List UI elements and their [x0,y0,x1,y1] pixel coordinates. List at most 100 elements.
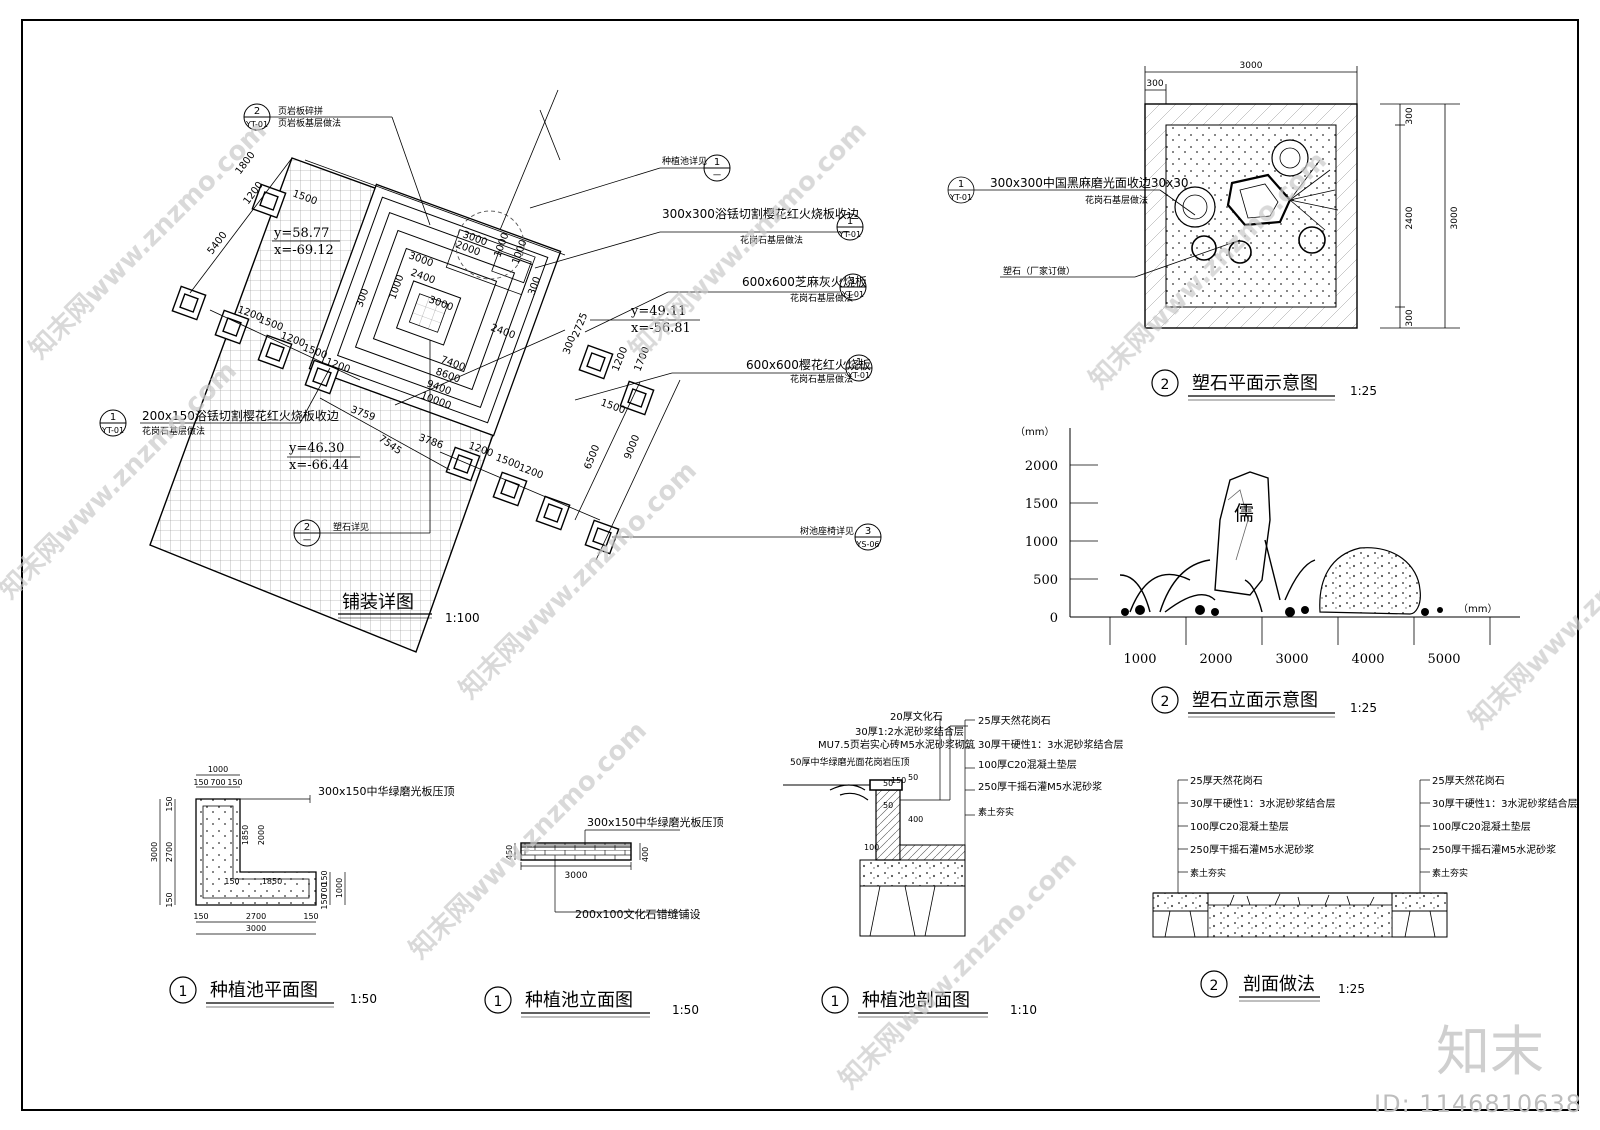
svg-text:50: 50 [883,801,893,810]
svg-text:0: 0 [1050,611,1058,626]
svg-text:花岗石基层做法: 花岗石基层做法 [790,373,853,385]
svg-text:200x100文化石错缝铺设: 200x100文化石错缝铺设 [575,907,701,921]
svg-text:100: 100 [864,843,879,852]
svg-text:300: 300 [1146,79,1163,89]
svg-text:1: 1 [850,276,856,287]
svg-text:x=-56.81: x=-56.81 [631,321,691,336]
svg-text:2700: 2700 [246,912,266,921]
svg-text:50: 50 [883,779,893,788]
svg-text:1: 1 [179,984,188,1000]
svg-text:300: 300 [1405,107,1415,124]
rock-plan-title: 塑石平面示意图 [1192,373,1318,394]
svg-text:1: 1 [714,157,720,168]
svg-text:100厚C20混凝土垫层: 100厚C20混凝土垫层 [978,758,1077,771]
svg-text:150: 150 [320,870,329,885]
svg-text:1: 1 [847,216,853,227]
svg-text:YT-01: YT-01 [838,230,861,239]
svg-text:YS-06: YS-06 [855,540,879,549]
svg-text:300: 300 [1405,309,1415,326]
svg-text:400: 400 [641,847,650,862]
svg-text:知末网www.znzmo.com: 知末网www.znzmo.com [454,456,703,705]
paving-plan: 1800 1200 5400 1500 1200 1500 1200 1500 … [99,89,882,653]
svg-text:1000: 1000 [335,878,344,898]
svg-text:30厚干硬性1：3水泥砂浆结合层: 30厚干硬性1：3水泥砂浆结合层 [1432,797,1577,810]
svg-text:500: 500 [1033,573,1058,588]
svg-text:100厚C20混凝土垫层: 100厚C20混凝土垫层 [1432,820,1531,833]
section-title: 剖面做法 [1243,974,1315,995]
svg-text:150: 150 [193,912,208,921]
svg-text:1850: 1850 [241,825,250,845]
svg-text:4000: 4000 [1351,652,1384,667]
svg-text:3000: 3000 [246,924,266,933]
svg-text:250厚干摇石灌M5水泥砂浆: 250厚干摇石灌M5水泥砂浆 [1190,843,1314,856]
svg-text:3000: 3000 [565,871,588,881]
svg-text:200x150浴铥切割樱花红火烧板收边: 200x150浴铥切割樱花红火烧板收边 [142,408,339,423]
svg-text:1:25: 1:25 [1338,982,1365,996]
svg-text:种植池详见: 种植池详见 [662,155,707,167]
svg-text:1: 1 [110,412,116,423]
svg-text:30厚1:2水泥砂浆结合层: 30厚1:2水泥砂浆结合层 [855,725,964,738]
svg-text:150: 150 [193,778,208,787]
svg-text:700: 700 [210,778,225,787]
svg-text:1:50: 1:50 [672,1003,699,1017]
svg-text:一: 一 [713,171,721,180]
svg-text:1: 1 [494,994,503,1010]
elev-plants [1119,539,1316,613]
svg-text:2: 2 [254,106,260,117]
svg-text:9000: 9000 [623,433,643,461]
svg-text:150: 150 [224,877,239,886]
svg-text:花岗石基层做法: 花岗石基层做法 [1085,194,1148,206]
svg-text:YT-01: YT-01 [245,120,268,129]
svg-text:25厚天然花岗石: 25厚天然花岗石 [978,714,1051,727]
svg-text:知末网www.znzmo.com: 知末网www.znzmo.com [624,116,873,365]
svg-text:2000: 2000 [1025,459,1058,474]
svg-text:知末网www.znzmo.com: 知末网www.znzmo.com [404,716,653,965]
sheet-frame [21,19,1579,1111]
id-watermark: ID: 1146810638 [1374,1090,1582,1118]
svg-text:花岗石基层做法: 花岗石基层做法 [740,234,803,246]
svg-text:100厚C20混凝土垫层: 100厚C20混凝土垫层 [1190,820,1289,833]
planter-plan-title: 种植池平面图 [210,980,318,1001]
svg-text:YT-01: YT-01 [949,193,972,202]
svg-text:y=49.11: y=49.11 [630,304,686,319]
svg-text:x=-66.44: x=-66.44 [289,458,349,473]
svg-text:1:10: 1:10 [1010,1003,1037,1017]
svg-text:1500: 1500 [1025,497,1058,512]
svg-text:1:25: 1:25 [1350,384,1377,398]
svg-text:2000: 2000 [1199,652,1232,667]
svg-text:1:25: 1:25 [1350,701,1377,715]
svg-text:25厚天然花岗石: 25厚天然花岗石 [1190,774,1263,787]
paving-title: 铺装详图 [342,592,414,613]
plan-plant-icons [1191,226,1326,264]
svg-text:塑石详见: 塑石详见 [333,521,369,533]
svg-text:150: 150 [303,912,318,921]
svg-text:600x600芝麻灰火烧板: 600x600芝麻灰火烧板 [742,274,867,289]
svg-text:3000: 3000 [150,842,159,862]
svg-text:150: 150 [165,892,174,907]
svg-text:花岗石基层做法: 花岗石基层做法 [142,425,205,437]
svg-text:2: 2 [1161,377,1170,393]
svg-text:3000: 3000 [1450,206,1460,229]
svg-text:2: 2 [1210,978,1219,994]
svg-text:2: 2 [304,522,310,533]
svg-text:1: 1 [856,357,862,368]
rock-elevation: （mm） （mm） 2000 1500 1000 500 0 1000 2000… [1015,426,1520,718]
svg-text:1: 1 [958,179,964,190]
svg-text:页岩板基层做法: 页岩板基层做法 [278,117,341,129]
svg-text:YT-01: YT-01 [101,426,124,435]
svg-text:50: 50 [908,773,918,782]
svg-text:300x300浴铥切割樱花红火烧板收边: 300x300浴铥切割樱花红火烧板收边 [662,206,859,221]
svg-text:1200: 1200 [611,345,631,373]
svg-text:YT-01: YT-01 [847,371,870,380]
tree-pits [171,183,655,555]
svg-text:页岩板碎拼: 页岩板碎拼 [278,105,323,117]
svg-text:250厚干摇石灌M5水泥砂浆: 250厚干摇石灌M5水泥砂浆 [1432,843,1556,856]
svg-text:150: 150 [320,894,329,909]
svg-text:2700: 2700 [165,842,174,862]
rock-plan: 3000 300 300 2400 300 3000 1 YT-01 300x3… [947,61,1460,401]
svg-text:MU7.5页岩实心砖M5水泥砂浆砌筑: MU7.5页岩实心砖M5水泥砂浆砌筑 [818,738,975,751]
svg-text:3000: 3000 [1275,652,1308,667]
svg-text:y=58.77: y=58.77 [273,226,329,241]
planter-elevation: 3000 450 400 300x150中华绿磨光板压顶 200x100文化石错… [484,815,724,1018]
svg-text:3000: 3000 [1240,61,1263,71]
